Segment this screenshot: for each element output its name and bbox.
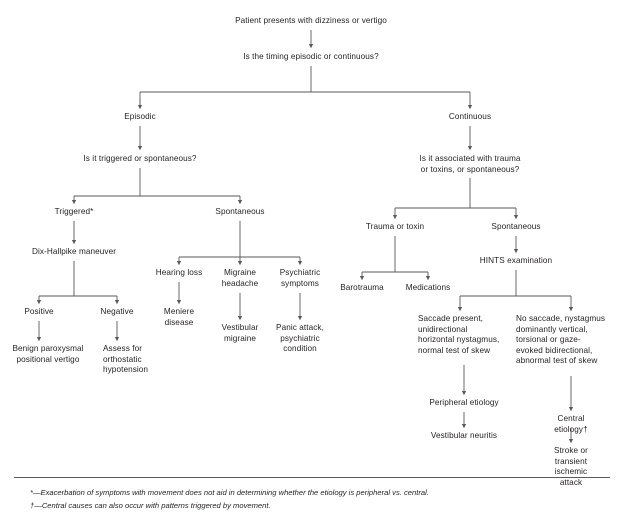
footnote-separator bbox=[14, 477, 610, 478]
node-meniere-disease: Meniere disease bbox=[163, 307, 195, 327]
node-hints-examination: HINTS examination bbox=[479, 256, 553, 265]
edge-trauma-fork bbox=[362, 236, 428, 273]
node-continuous: Continuous bbox=[448, 112, 492, 121]
node-migraine-headache: Migraine headache bbox=[221, 268, 259, 288]
node-hearing-loss: Hearing loss bbox=[155, 268, 203, 277]
edge-hints-fork bbox=[460, 270, 571, 297]
node-episodic: Episodic bbox=[124, 112, 156, 121]
node-q-trauma: Is it associated with trauma or toxins, … bbox=[419, 154, 521, 174]
node-trauma-or-toxin: Trauma or toxin bbox=[365, 222, 425, 231]
node-vestibular-migraine: Vestibular migraine bbox=[221, 323, 259, 343]
node-stroke-tia: Stroke or transient ischemic attack bbox=[554, 446, 588, 487]
node-triggered: Triggered* bbox=[54, 207, 94, 216]
node-central-etiology: Central etiology† bbox=[554, 414, 588, 434]
footnote-asterisk: *—Exacerbation of symptoms with movement… bbox=[30, 488, 429, 497]
footnote-dagger: †—Central causes can also occur with pat… bbox=[30, 501, 271, 510]
node-spontaneous-right: Spontaneous bbox=[491, 222, 541, 231]
node-q-timing: Is the timing episodic or continuous? bbox=[243, 52, 379, 61]
node-no-saccade: No saccade, nystagmus dominantly vertica… bbox=[516, 314, 606, 366]
node-negative: Negative bbox=[100, 307, 134, 316]
node-root: Patient presents with dizziness or verti… bbox=[235, 16, 387, 25]
node-orthostatic: Assess for orthostatic hypotension bbox=[103, 344, 149, 375]
edge-dix-fork bbox=[39, 261, 117, 297]
node-spontaneous-left: Spontaneous bbox=[215, 207, 265, 216]
node-panic-attack: Panic attack, psychiatric condition bbox=[276, 323, 324, 354]
node-positive: Positive bbox=[24, 307, 54, 316]
node-peripheral-etiology: Peripheral etiology bbox=[429, 398, 499, 407]
edge-spontaneous-l-fork bbox=[179, 221, 300, 258]
edge-q-timing-fork bbox=[139, 66, 470, 106]
node-barotrauma: Barotrauma bbox=[340, 283, 384, 292]
node-saccade-present: Saccade present, unidirectional horizont… bbox=[418, 314, 500, 355]
edge-q-trauma-fork bbox=[395, 178, 516, 209]
edge-q-trigger-fork bbox=[74, 168, 240, 197]
node-dix-hallpike: Dix-Hallpike maneuver bbox=[31, 247, 117, 256]
node-medications: Medications bbox=[405, 283, 451, 292]
node-vestibular-neuritis: Vestibular neuritis bbox=[430, 431, 498, 440]
node-bppv: Benign paroxysmal positional vertigo bbox=[12, 344, 84, 364]
node-psychiatric-symptoms: Psychiatric symptoms bbox=[279, 268, 321, 288]
node-q-trigger: Is it triggered or spontaneous? bbox=[83, 154, 197, 163]
